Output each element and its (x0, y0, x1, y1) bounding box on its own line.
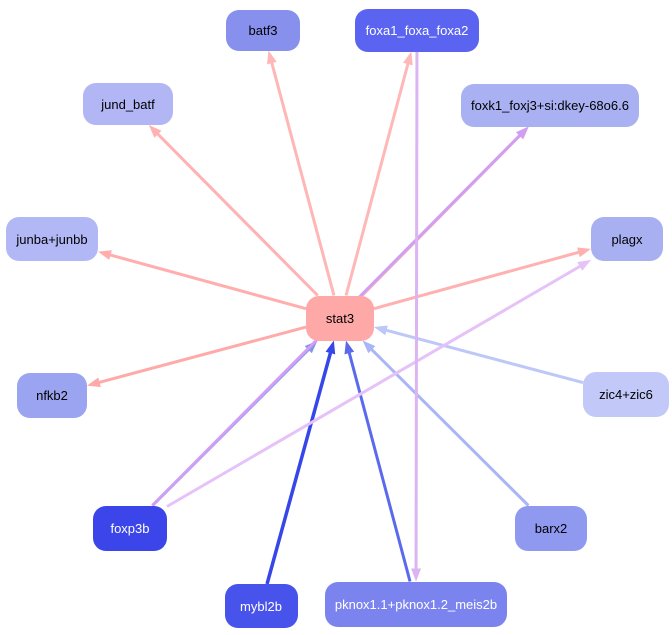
arrowhead-foxp3b-plagx (577, 259, 591, 271)
node-label: pknox1.1+pknox1.2_meis2b (334, 596, 498, 612)
edge-stat3-jund_batf (155, 131, 319, 297)
arrowhead-stat3-junba_junbb (98, 250, 112, 260)
node-pknox[interactable]: pknox1.1+pknox1.2_meis2b (325, 581, 507, 627)
edge-stat3-nfkb2 (97, 325, 307, 385)
arrowhead-foxp3b-foxk1 (515, 126, 529, 140)
node-label: foxp3b (110, 520, 150, 536)
edge-stat3-plagx (373, 250, 581, 311)
edge-foxa1_foxa_foxa2-pknox (414, 51, 419, 571)
edge-pknox-stat3 (347, 350, 412, 582)
node-label: zic4+zic6 (599, 386, 653, 402)
arrowhead-barx2-stat3 (362, 340, 376, 354)
arrowhead-stat3-jund_batf (148, 125, 162, 138)
node-label: mybl2b (240, 598, 282, 614)
node-barx2[interactable]: barx2 (515, 505, 587, 551)
edge-zic4_zic6-stat3 (384, 328, 584, 385)
node-stat3[interactable]: stat3 (306, 295, 374, 341)
edge-foxp3b-plagx (166, 264, 583, 508)
edge-barx2-stat3 (369, 347, 530, 507)
arrowhead-stat3-foxa1_foxa_foxa2 (403, 51, 413, 66)
edge-stat3-foxa1_foxa_foxa2 (344, 61, 410, 296)
node-label: foxk1_foxj3+si:dkey-68o6.6 (471, 97, 629, 113)
arrowhead-stat3-batf3 (267, 50, 277, 65)
node-plagx[interactable]: plagx (591, 217, 663, 261)
edge-stat3-batf3 (269, 60, 336, 296)
node-junba_junbb[interactable]: junba+junbb (6, 217, 98, 261)
arrowhead-mybl2b-stat3 (325, 340, 336, 355)
arrowhead-foxa1_foxa_foxa2-pknox (411, 568, 422, 582)
node-label: jund_batf (101, 96, 155, 112)
edge-stat3-junba_junbb (108, 253, 307, 311)
node-foxa1_foxa_foxa2[interactable]: foxa1_foxa_foxa2 (355, 8, 479, 52)
node-mybl2b[interactable]: mybl2b (224, 584, 298, 628)
arrowhead-stat3-nfkb2 (87, 377, 101, 388)
node-label: batf3 (248, 22, 278, 38)
arrowhead-stat3-plagx (577, 247, 591, 258)
node-nfkb2[interactable]: nfkb2 (17, 372, 87, 418)
node-label: nfkb2 (36, 387, 68, 403)
node-zic4_zic6[interactable]: zic4+zic6 (583, 371, 669, 417)
node-batf3[interactable]: batf3 (226, 9, 300, 51)
node-label: foxa1_foxa_foxa2 (365, 22, 469, 38)
node-foxk1[interactable]: foxk1_foxj3+si:dkey-68o6.6 (461, 83, 639, 127)
arrowhead-zic4_zic6-stat3 (374, 325, 388, 336)
edge-mybl2b-stat3 (265, 350, 333, 585)
node-label: plagx (611, 231, 643, 247)
node-label: junba+junbb (16, 231, 88, 247)
node-label: stat3 (325, 310, 355, 326)
node-label: barx2 (534, 520, 568, 536)
node-foxp3b[interactable]: foxp3b (93, 505, 167, 551)
node-jund_batf[interactable]: jund_batf (83, 83, 173, 125)
arrowhead-pknox-stat3 (344, 340, 355, 355)
